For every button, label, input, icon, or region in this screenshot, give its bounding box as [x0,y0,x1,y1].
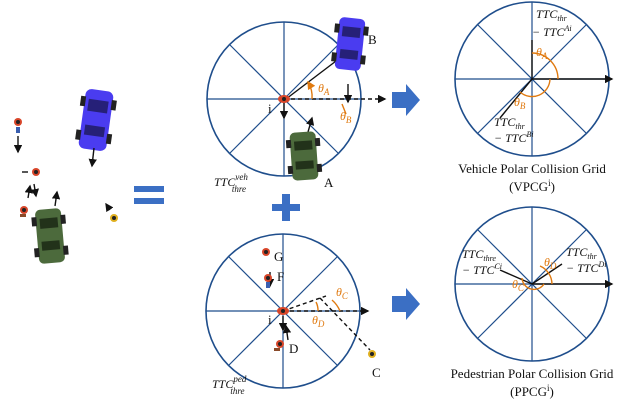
plus-sign [272,194,300,221]
label-f: F [277,269,284,284]
vpcg-ttc-b-minus: − TTCBi [494,130,534,145]
ppcg-grid: TTCthre − TTCCi θD θC TTCthr − TTCDi [454,206,614,362]
vehicle-icon [331,17,369,71]
label-d: D [289,341,298,356]
theta-b-label: θB [340,109,352,125]
vehicle-icon [285,131,323,181]
label-g: G [274,249,283,264]
ppcg-ttc-d: TTCthr [566,245,598,261]
ppcg-theta-d: θD [544,255,557,271]
pedestrian-icon [20,206,28,217]
vpcg-ttc-b: TTCthr [494,115,526,131]
theta-a-label: θA [318,81,330,97]
vpcg-grid: TTCthr − TTCAi θA θB TTCthr − TTCBi [454,1,614,157]
pedestrian-icon [14,118,22,133]
ppcg-ttc-c-minus: − TTCCi [462,262,502,277]
pedestrian-icon [368,350,376,358]
label-i-bottom: i [268,312,272,327]
pedestrian-icon [277,307,289,315]
pedestrian-icon [262,248,270,256]
pedestrian-icon [32,168,40,176]
theta-c-label: θC [336,285,349,301]
ppcg-ttc-c: TTCthre [462,247,496,263]
pedestrian-grid-circle: G F D C i θC θD [205,233,381,389]
vpcg-caption-line2: (VPCGi) [509,178,555,194]
block-arrow-icon [392,288,420,320]
vehicle-icon [31,208,69,264]
label-a: A [324,175,334,190]
vpcg-ttc-a-minus: − TTCAi [532,24,572,39]
ppcg-theta-c: θC [512,277,525,293]
vpcg-caption-line1: Vehicle Polar Collision Grid [458,161,606,176]
pedestrian-icon [278,95,290,103]
ppcg-caption-line1: Pedestrian Polar Collision Grid [451,366,614,381]
vehicle-icon [75,89,117,151]
vpcg-theta-a: θA [536,45,548,61]
label-i-top: i [268,101,272,116]
vehicle-grid-circle: B A i θA θB [206,17,387,190]
equals-sign [134,186,164,204]
label-c: C [372,365,381,380]
theta-d-label: θD [312,313,325,329]
pedestrian-icon [264,274,272,288]
block-arrow-icon [392,84,420,116]
label-b: B [368,32,377,47]
vpcg-theta-b: θB [514,95,526,111]
pedestrian-icon [110,214,118,222]
scene-left [13,89,118,264]
vpcg-ttc-a: TTCthr [536,7,568,23]
ppcg-caption-line2: (PPCGi) [510,383,554,399]
pedestrian-icon [274,340,284,351]
ppcg-ttc-d-minus: − TTCDi [566,260,606,275]
